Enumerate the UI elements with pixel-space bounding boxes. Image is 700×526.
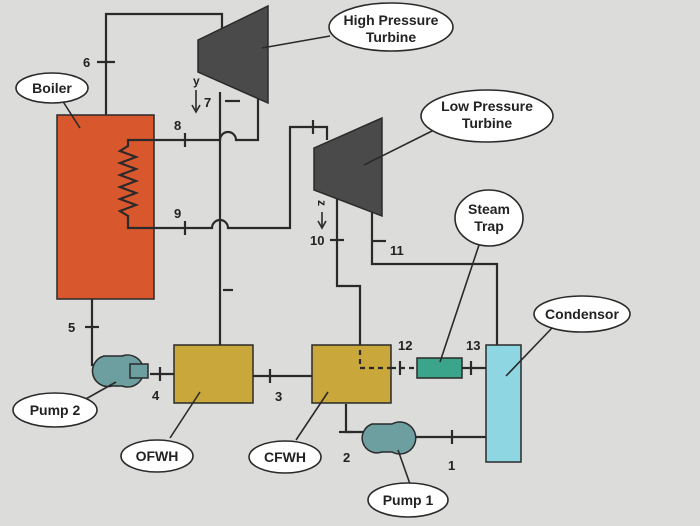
callout-pump2: Pump 2 — [12, 381, 117, 428]
state-label-3: 3 — [275, 389, 282, 404]
fraction-z: z — [315, 200, 329, 206]
cfwh-heater — [311, 344, 392, 404]
callout-lp-turbine: Low Pressure Turbine — [363, 89, 554, 166]
callout-hp-turbine: High Pressure Turbine — [261, 2, 454, 52]
callout-boiler: Boiler — [15, 72, 89, 129]
condensor — [485, 344, 522, 463]
state-label-11: 11 — [390, 243, 404, 258]
state-label-5: 5 — [68, 320, 75, 335]
state-numbers: 6 7 8 9 10 11 12 13 1 2 3 4 5 — [68, 55, 480, 473]
callout-cfwh: CFWH — [248, 391, 329, 474]
fraction-y: y — [193, 74, 200, 88]
state-label-7: 7 — [204, 95, 211, 110]
steam-trap — [416, 357, 463, 379]
lp-turbine-label-line1: Low Pressure — [441, 98, 533, 114]
pipe-lp-extraction-to-cfwh — [335, 196, 362, 345]
state-label-9: 9 — [174, 206, 181, 221]
pipe-lp-exhaust-to-condensor — [370, 206, 499, 345]
cfwh-label: CFWH — [264, 449, 306, 465]
callout-condensor: Condensor — [505, 295, 631, 377]
hp-turbine-label-line2: Turbine — [366, 29, 417, 45]
cfwh-internal-drain — [358, 350, 392, 370]
pump1-label: Pump 1 — [383, 492, 434, 508]
callout-pump1: Pump 1 — [367, 449, 449, 518]
state-label-1: 1 — [448, 458, 455, 473]
boiler-label: Boiler — [32, 80, 72, 96]
arrow-y-head — [191, 104, 201, 114]
boiler-heating-coil — [116, 138, 155, 230]
pipe-pump2-to-boiler — [90, 299, 106, 367]
pump-1 — [361, 421, 417, 455]
boiler — [56, 114, 155, 300]
hp-turbine — [197, 4, 269, 105]
steam-trap-label-line2: Trap — [474, 218, 504, 234]
piping — [90, 12, 499, 439]
hp-turbine-label-line1: High Pressure — [344, 12, 439, 28]
state-label-10: 10 — [310, 233, 324, 248]
state-label-2: 2 — [343, 450, 350, 465]
lp-turbine-label-line2: Turbine — [462, 115, 513, 131]
lp-turbine — [313, 116, 383, 218]
condensor-label: Condensor — [545, 306, 619, 322]
pump-2 — [91, 354, 149, 388]
pipe-reheat-to-lp-turbine — [155, 125, 329, 230]
extraction-markers: y z — [191, 74, 329, 230]
arrow-z-head — [317, 220, 327, 230]
pipe-boiler-to-hp-turbine — [104, 12, 224, 115]
callout-ofwh: OFWH — [120, 391, 201, 473]
ofwh-heater — [173, 344, 254, 404]
state-ticks — [85, 60, 473, 444]
ofwh-label: OFWH — [136, 448, 179, 464]
callout-steam-trap: Steam Trap — [439, 189, 524, 363]
state-label-12: 12 — [398, 338, 412, 353]
state-label-13: 13 — [466, 338, 480, 353]
state-label-6: 6 — [83, 55, 90, 70]
state-label-8: 8 — [174, 118, 181, 133]
state-label-4: 4 — [152, 388, 160, 403]
pump2-label: Pump 2 — [30, 402, 81, 418]
steam-trap-label-line1: Steam — [468, 201, 510, 217]
